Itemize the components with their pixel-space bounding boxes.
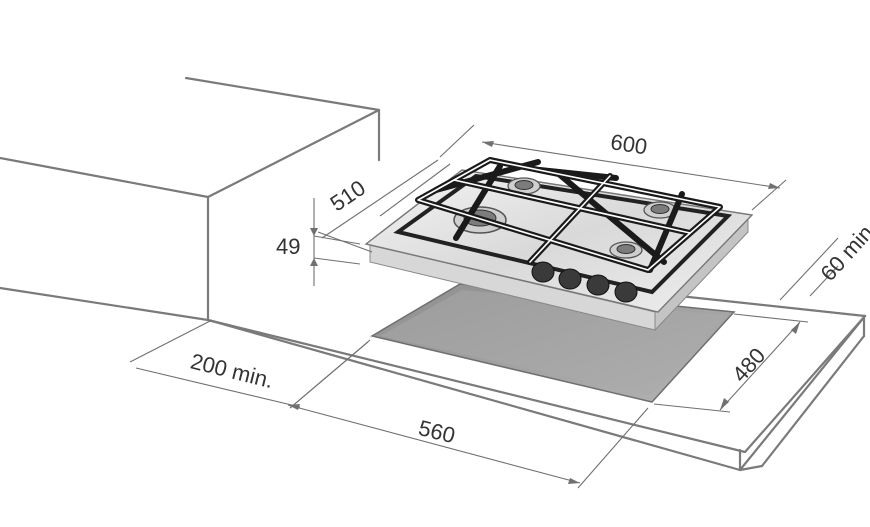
dimension-side-clearance: 200 min. <box>129 319 369 409</box>
control-knobs <box>531 261 638 303</box>
dimension-width-label: 600 <box>609 129 649 159</box>
dimension-width: 600 <box>439 124 787 211</box>
countertop <box>206 293 867 472</box>
burner-front-right <box>609 241 643 259</box>
pan-support-grates <box>415 157 723 273</box>
dimension-cutout-depth-label: 480 <box>727 343 770 387</box>
dimension-height: 49 <box>276 198 361 286</box>
dimension-height-label: 49 <box>276 234 300 259</box>
burner-back-right <box>643 201 677 219</box>
gas-hob <box>364 157 754 332</box>
wall-cabinet <box>0 76 381 322</box>
dimension-side-clearance-label: 200 min. <box>188 348 276 393</box>
burner-back-left <box>507 177 541 195</box>
dimension-back-clearance: 60 min <box>779 220 870 301</box>
dimension-cutout-width-label: 560 <box>416 415 458 448</box>
